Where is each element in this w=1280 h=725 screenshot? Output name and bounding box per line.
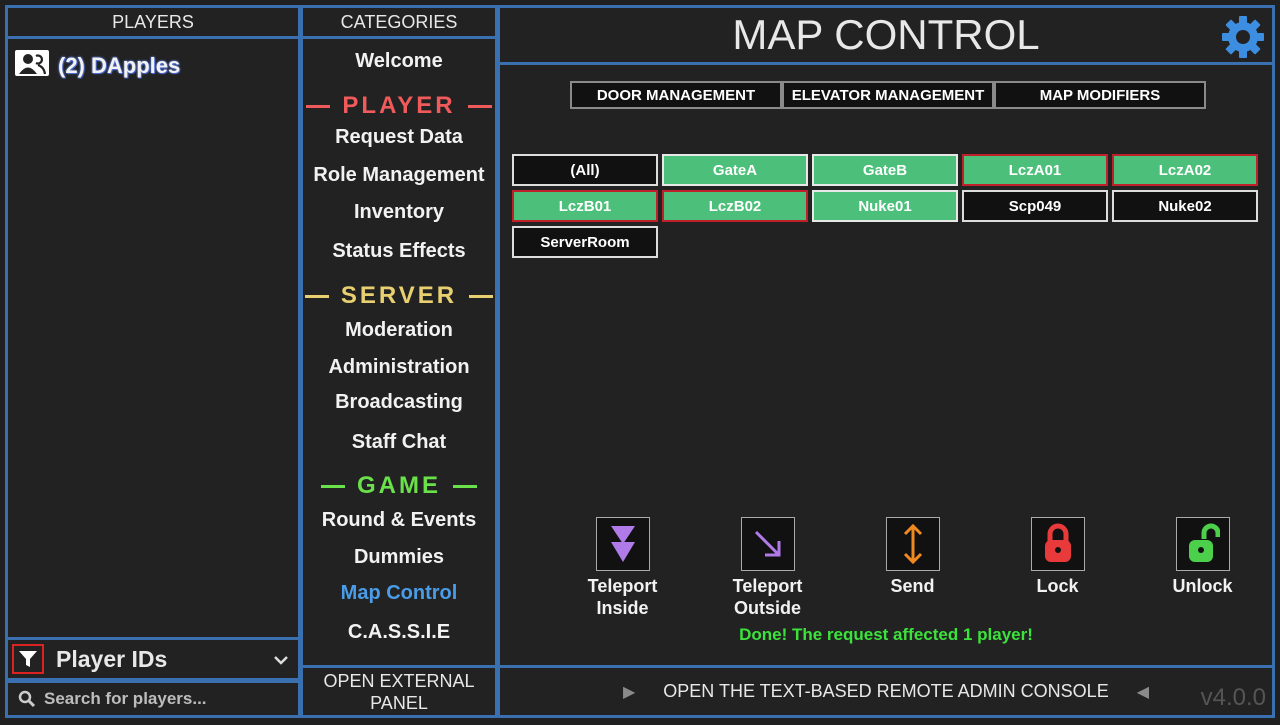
teleport-inside-label: Teleport Inside <box>587 576 658 618</box>
category-moderation[interactable]: Moderation <box>345 319 453 341</box>
console-label: OPEN THE TEXT-BASED REMOTE ADMIN CONSOLE <box>663 681 1109 701</box>
door-serverroom[interactable]: ServerRoom <box>512 226 658 258</box>
search-icon <box>18 690 36 708</box>
category-administration[interactable]: Administration <box>328 356 470 378</box>
user-icon <box>14 49 50 83</box>
door-all[interactable]: (All) <box>512 154 658 186</box>
category-status-effects[interactable]: Status Effects <box>332 240 466 262</box>
tab-elevator-management[interactable]: ELEVATOR MANAGEMENT <box>782 81 994 109</box>
send-icon[interactable] <box>885 517 940 571</box>
remote-admin-console-bar[interactable]: ▶ OPEN THE TEXT-BASED REMOTE ADMIN CONSO… <box>497 665 1275 718</box>
lock-button[interactable]: Lock <box>985 517 1130 619</box>
teleport-outside-icon[interactable] <box>740 517 795 571</box>
category-role-management[interactable]: Role Management <box>313 164 485 186</box>
tab-map-modifiers[interactable]: MAP MODIFIERS <box>994 81 1206 109</box>
player-search[interactable] <box>5 680 301 718</box>
section-player: PLAYER <box>303 92 495 120</box>
gear-icon[interactable] <box>1220 14 1266 70</box>
door-scp049[interactable]: Scp049 <box>962 190 1108 222</box>
categories-list: Welcome PLAYER Request Data Role Managem… <box>300 36 498 668</box>
page-title: MAP CONTROL <box>732 11 1040 58</box>
player-name: (2) DApples <box>58 53 181 78</box>
send-label: Send <box>890 576 935 596</box>
category-broadcasting[interactable]: Broadcasting <box>335 391 463 413</box>
unlock-label: Unlock <box>1172 576 1233 596</box>
teleport-inside-icon[interactable] <box>595 517 650 571</box>
category-dummies[interactable]: Dummies <box>353 546 445 568</box>
open-external-panel-button[interactable]: OPEN EXTERNAL PANEL <box>300 665 498 718</box>
action-bar: Teleport Inside Teleport Outside Send Lo… <box>550 517 1275 619</box>
door-lczb02[interactable]: LczB02 <box>662 190 808 222</box>
tab-bar: DOOR MANAGEMENT ELEVATOR MANAGEMENT MAP … <box>570 81 1206 109</box>
player-filter[interactable]: Player IDs <box>5 637 301 681</box>
category-round-events[interactable]: Round & Events <box>321 509 477 531</box>
filter-label: Player IDs <box>56 645 168 672</box>
door-lcza01[interactable]: LczA01 <box>962 154 1108 186</box>
tab-door-management[interactable]: DOOR MANAGEMENT <box>570 81 782 109</box>
unlock-button[interactable]: Unlock <box>1130 517 1275 619</box>
player-list-item[interactable]: (2) DApples <box>14 49 180 83</box>
door-lcza02[interactable]: LczA02 <box>1112 154 1258 186</box>
lock-icon[interactable] <box>1030 517 1085 571</box>
categories-title: CATEGORIES <box>340 11 458 32</box>
arrow-left-icon: ◀ <box>1136 683 1150 701</box>
categories-header: CATEGORIES <box>300 5 498 39</box>
players-header: PLAYERS <box>5 5 301 39</box>
category-request-data[interactable]: Request Data <box>335 126 463 148</box>
console-link[interactable]: ▶ OPEN THE TEXT-BASED REMOTE ADMIN CONSO… <box>623 681 1149 702</box>
main-header: MAP CONTROL <box>497 5 1275 65</box>
open-external-panel-label: OPEN EXTERNAL PANEL <box>323 670 475 713</box>
section-title-player: PLAYER <box>342 92 456 119</box>
category-inventory[interactable]: Inventory <box>353 201 445 223</box>
players-title: PLAYERS <box>112 11 194 32</box>
send-button[interactable]: Send <box>840 517 985 619</box>
category-welcome[interactable]: Welcome <box>355 50 443 72</box>
teleport-outside-button[interactable]: Teleport Outside <box>695 517 840 619</box>
map-control-panel: DOOR MANAGEMENT ELEVATOR MANAGEMENT MAP … <box>497 62 1275 668</box>
lock-label: Lock <box>1036 576 1079 596</box>
category-map-control[interactable]: Map Control <box>340 582 458 604</box>
section-title-server: SERVER <box>340 282 458 309</box>
search-input[interactable] <box>42 688 286 710</box>
filter-icon[interactable] <box>12 644 44 674</box>
category-cassie[interactable]: C.A.S.S.I.E <box>347 621 451 643</box>
status-message: Done! The request affected 1 player! <box>739 625 1033 644</box>
section-title-game: GAME <box>357 472 441 499</box>
teleport-inside-button[interactable]: Teleport Inside <box>550 517 695 619</box>
door-lczb01[interactable]: LczB01 <box>512 190 658 222</box>
players-list: (2) DApples <box>5 36 301 640</box>
category-staff-chat[interactable]: Staff Chat <box>351 431 447 453</box>
door-nuke01[interactable]: Nuke01 <box>812 190 958 222</box>
chevron-down-icon[interactable] <box>274 649 288 670</box>
door-gatea[interactable]: GateA <box>662 154 808 186</box>
door-gateb[interactable]: GateB <box>812 154 958 186</box>
door-grid: (All) GateA GateB LczA01 LczA02 LczB01 L… <box>512 154 1258 258</box>
section-game: GAME <box>303 472 495 500</box>
teleport-outside-label: Teleport Outside <box>732 576 803 618</box>
door-nuke02[interactable]: Nuke02 <box>1112 190 1258 222</box>
version-label: v4.0.0 <box>1200 684 1266 711</box>
section-server: SERVER <box>303 282 495 310</box>
arrow-right-icon: ▶ <box>622 683 636 701</box>
unlock-icon[interactable] <box>1175 517 1230 571</box>
